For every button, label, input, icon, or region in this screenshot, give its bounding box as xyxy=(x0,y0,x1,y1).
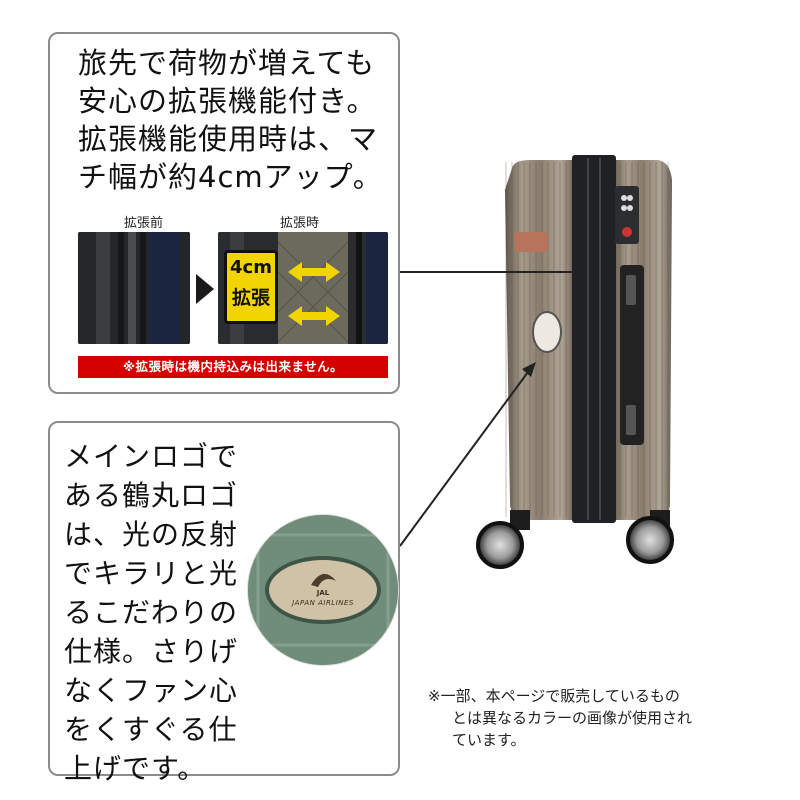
tsa-lock xyxy=(615,186,639,244)
logo-description: メインロゴで ある鶴丸ロゴ は、光の反射 でキラリと光 るこだわりの 仕様。さり… xyxy=(64,440,239,785)
label-before-expansion: 拡張前 xyxy=(124,216,164,231)
note-line-2: とは異なるカラーの画像が使用され xyxy=(452,709,693,727)
wheel-right xyxy=(626,516,674,564)
crane-logo-oval xyxy=(532,311,562,353)
color-disclaimer-note: ※一部、本ページで販売しているもの とは異なるカラーの画像が使用され ています。 xyxy=(428,685,788,751)
expansion-description: 旅先で荷物が増えても 安心の拡張機能付き。 拡張機能使用時は、マ チ幅が約4cm… xyxy=(78,46,383,194)
crane-logo-closeup: JAL JAPAN AIRLINES xyxy=(248,515,398,665)
expansion-zipper-band xyxy=(572,155,616,523)
pointer-line-bottom xyxy=(399,371,529,547)
logo-mark-text: JAL xyxy=(316,589,330,597)
note-line-3: ています。 xyxy=(452,731,526,749)
carry-on-warning: ※拡張時は機内持込みは出来ません。 xyxy=(78,356,388,378)
arrow-right-icon xyxy=(196,274,214,304)
trolley-handle xyxy=(620,265,644,445)
logo-brand-text: JAPAN AIRLINES xyxy=(292,599,354,607)
expansion-callout: 旅先で荷物が増えても 安心の拡張機能付き。 拡張機能使用時は、マ チ幅が約4cm… xyxy=(48,32,400,394)
wheel-left xyxy=(476,521,524,569)
photo-before-expansion xyxy=(78,232,190,344)
expansion-badge: 4cm 拡張 xyxy=(224,250,278,324)
label-after-expansion: 拡張時 xyxy=(280,216,320,231)
copper-side-handle xyxy=(514,232,548,252)
note-line-1: ※一部、本ページで販売しているもの xyxy=(428,687,680,705)
photo-after-expansion: 4cm 拡張 xyxy=(218,232,388,344)
